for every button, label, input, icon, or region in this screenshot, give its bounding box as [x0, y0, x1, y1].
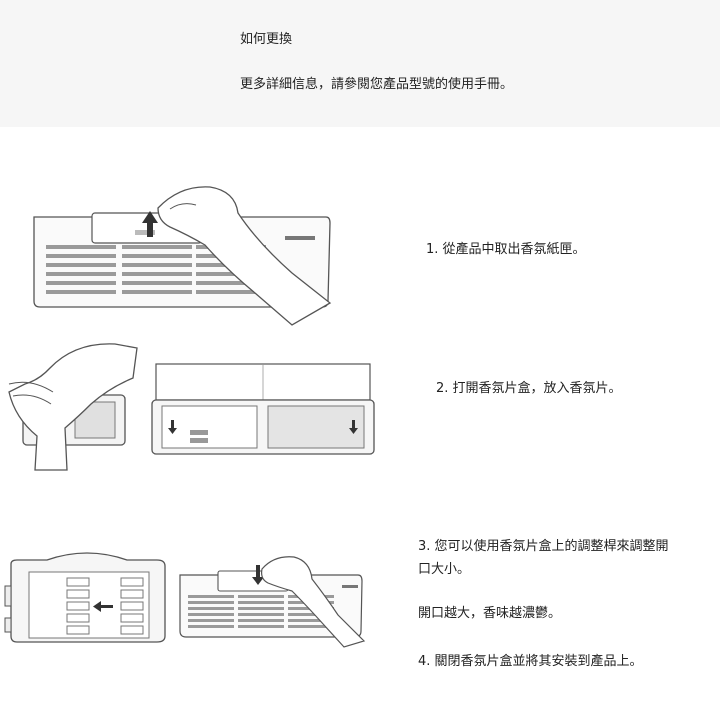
hand-icon [157, 186, 332, 326]
step-3-text-line2: 口大小。 [418, 562, 471, 577]
header-banner: 如何更換 更多詳細信息，請參閱您產品型號的使用手冊。 [0, 0, 720, 127]
illustration-step-3 [4, 552, 166, 643]
step-4-text: 4. 關閉香氛片盒並將其安裝到產品上。 [418, 654, 643, 669]
step-2-text: 2. 打開香氛片盒，放入香氛片。 [436, 381, 622, 396]
page-title: 如何更換 [240, 32, 293, 47]
illustration-step-4 [179, 556, 366, 648]
step-3-text-line1: 3. 您可以使用香氛片盒上的調整桿來調整開 [418, 539, 669, 554]
illustration-step-2-open-box [151, 363, 375, 455]
step-1-text: 1. 從產品中取出香氛紙匣。 [426, 242, 586, 257]
hand-icon [261, 556, 366, 648]
arrow-left-icon [93, 601, 113, 612]
manual-note: 更多詳細信息，請參閱您產品型號的使用手冊。 [240, 77, 514, 92]
arrow-up-icon [142, 211, 158, 237]
arrow-down-icon [349, 420, 358, 434]
illustration-step-2-hands [8, 343, 138, 471]
step-3-note: 開口越大，香味越濃鬱。 [418, 606, 562, 621]
arrow-down-icon [252, 565, 264, 585]
arrow-down-icon [168, 420, 177, 434]
illustration-step-1 [33, 186, 332, 326]
hand-icon [8, 343, 138, 471]
